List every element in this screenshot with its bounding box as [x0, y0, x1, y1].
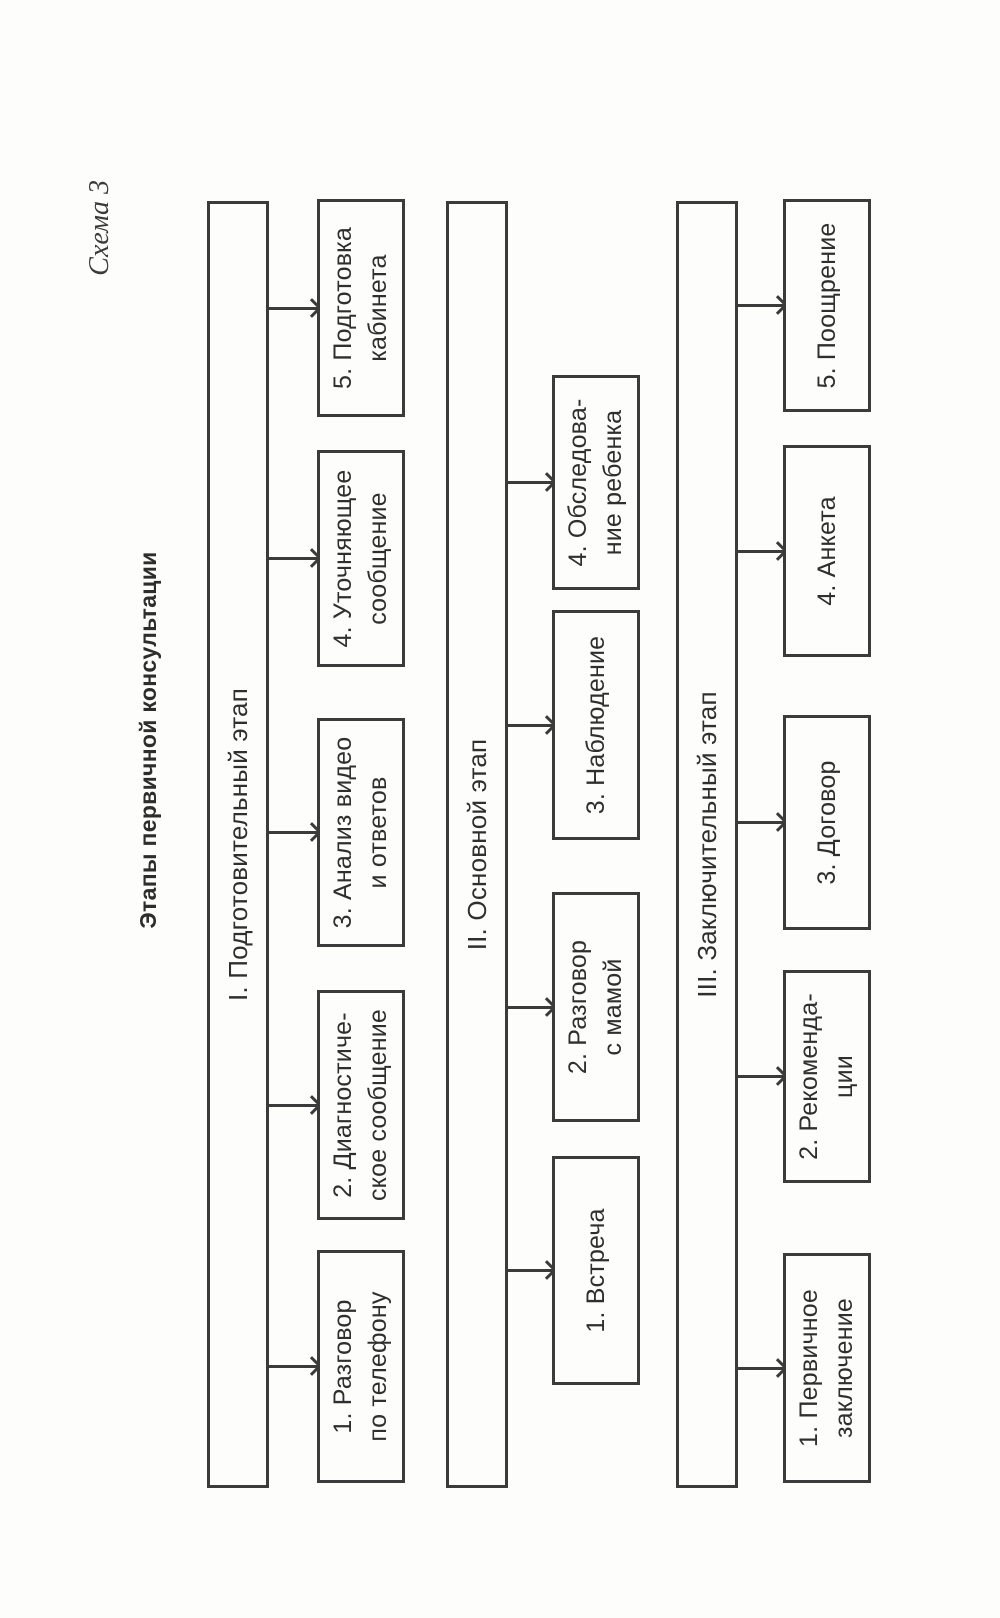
box-label: ние ребенка	[599, 409, 627, 556]
stage-3-bar: III. Заключительный этап	[676, 201, 738, 1488]
stage-1-box-4: 4. Уточняющее сообщение	[317, 450, 405, 667]
stage-3-box-2: 2. Рекоменда- ции	[783, 970, 871, 1183]
box-label: 3. Наблюдение	[581, 635, 610, 815]
box-label: 1. Встреча	[581, 1208, 610, 1333]
stage-3-box-4: 4. Анкета	[783, 445, 871, 657]
box-label: ции	[830, 1055, 858, 1098]
box-label: и ответов	[364, 776, 392, 889]
box-label: 4. Уточняющее	[329, 469, 357, 648]
connector-arrow	[738, 1075, 783, 1078]
stage-3-label: III. Заключительный этап	[691, 691, 722, 998]
stage-2-box-3: 3. Наблюдение	[552, 610, 640, 840]
stage-1-box-3: 3. Анализ видео и ответов	[317, 718, 405, 947]
box-label: 1. Первичное	[795, 1289, 823, 1447]
connector-arrow	[738, 550, 783, 553]
stage-2-label: II. Основной этап	[461, 738, 492, 951]
connector-arrow	[508, 1269, 552, 1272]
stage-1-bar: I. Подготовительный этап	[207, 201, 269, 1488]
diagram-title: Этапы первичной консультации	[135, 551, 161, 929]
stage-1-label: I. Подготовительный этап	[222, 688, 253, 1002]
stage-3-box-3: 3. Договор	[783, 715, 871, 930]
box-label: 4. Обследова-	[564, 398, 592, 567]
box-label: заключение	[830, 1298, 858, 1438]
box-label: 3. Договор	[812, 760, 841, 885]
box-label: с мамой	[599, 958, 627, 1056]
box-label: 5. Подготовка	[329, 227, 357, 389]
connector-arrow	[269, 831, 317, 834]
connector-arrow	[508, 1006, 552, 1009]
box-label: 2. Разговор	[564, 939, 592, 1075]
connector-arrow	[269, 557, 317, 560]
connector-arrow	[738, 304, 783, 307]
box-label: ское сообщение	[364, 1008, 392, 1202]
connector-arrow	[738, 1367, 783, 1370]
connector-arrow	[508, 481, 552, 484]
connector-arrow	[738, 821, 783, 824]
box-label: 5. Поощрение	[812, 222, 841, 389]
box-label: кабинета	[364, 254, 392, 362]
stage-3-box-5: 5. Поощрение	[783, 199, 871, 412]
stage-1-box-5: 5. Подготовка кабинета	[317, 199, 405, 417]
stage-1-box-2: 2. Диагностиче- ское сообщение	[317, 990, 405, 1220]
stage-2-box-1: 1. Встреча	[552, 1156, 640, 1385]
stage-2-box-2: 2. Разговор с мамой	[552, 892, 640, 1122]
connector-arrow	[269, 307, 317, 310]
box-label: 1. Разговор	[329, 1299, 357, 1434]
connector-arrow	[269, 1104, 317, 1107]
connector-arrow	[269, 1365, 317, 1368]
schema-caption: Схема 3	[84, 180, 115, 276]
stage-1-box-1: 1. Разговор по телефону	[317, 1250, 405, 1483]
box-label: 2. Рекоменда-	[795, 993, 823, 1160]
box-label: сообщение	[364, 492, 392, 625]
stage-2-bar: II. Основной этап	[446, 201, 508, 1488]
box-label: 2. Диагностиче-	[329, 1012, 357, 1198]
connector-arrow	[508, 724, 552, 727]
box-label: по телефону	[364, 1291, 392, 1442]
stage-3-box-1: 1. Первичное заключение	[783, 1253, 871, 1483]
box-label: 3. Анализ видео	[329, 736, 357, 929]
stage-2-box-4: 4. Обследова- ние ребенка	[552, 375, 640, 590]
box-label: 4. Анкета	[812, 496, 841, 606]
